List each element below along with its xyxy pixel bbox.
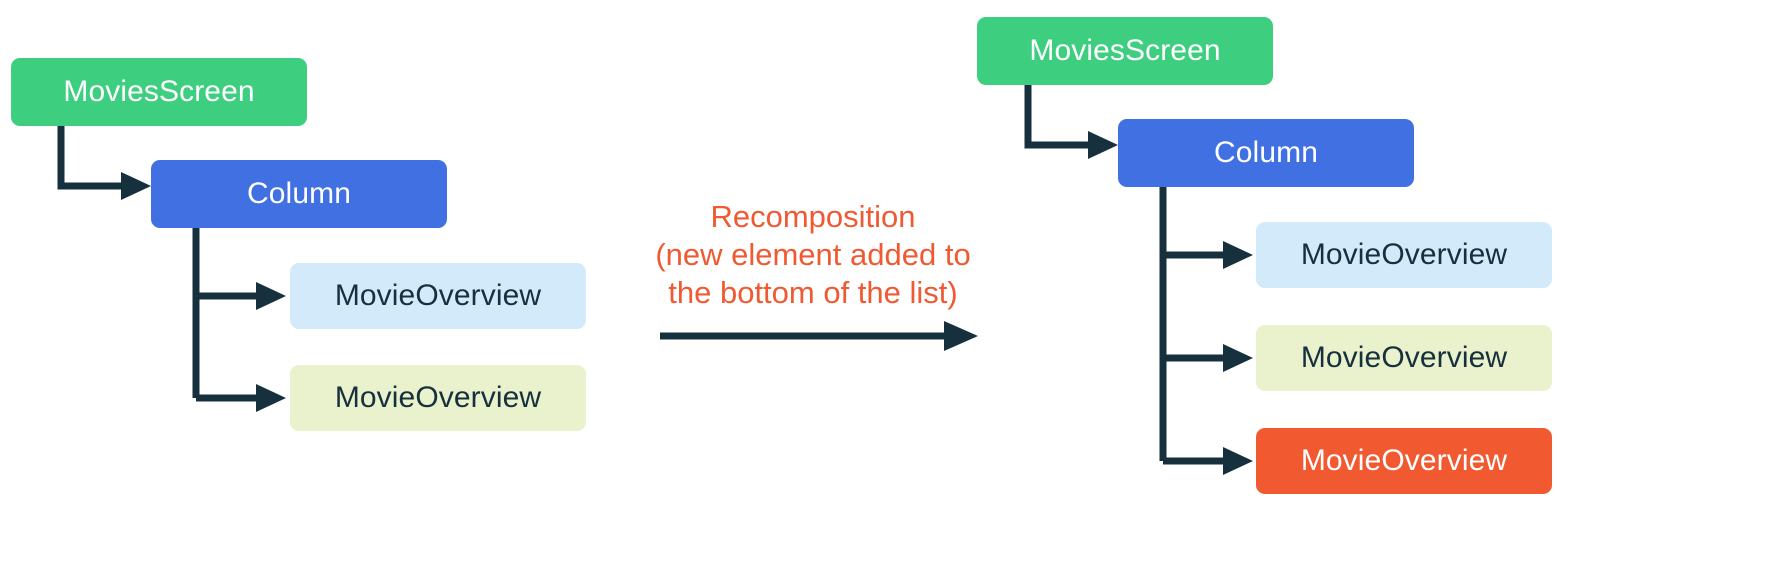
connector-root-to-column-before <box>57 124 151 200</box>
after-node-movies-screen-label: MoviesScreen <box>1029 34 1221 67</box>
after-node-column[interactable]: Column <box>1118 119 1414 187</box>
transition-caption-line-3: the bottom of the list) <box>668 274 958 310</box>
transition-arrow-icon <box>660 321 978 351</box>
after-node-movie-overview-2[interactable]: MovieOverview <box>1256 325 1552 391</box>
transition-caption: Recomposition (new element added to the … <box>652 198 974 311</box>
transition-caption-line-1: Recomposition <box>710 199 916 234</box>
after-node-movie-overview-1[interactable]: MovieOverview <box>1256 222 1552 288</box>
transition-caption-line-2: (new element added to <box>655 236 971 272</box>
before-node-column[interactable]: Column <box>151 160 447 228</box>
before-node-movies-screen-label: MoviesScreen <box>63 75 255 108</box>
connector-root-to-column-after <box>1024 83 1118 159</box>
after-node-movie-overview-2-label: MovieOverview <box>1300 341 1508 374</box>
after-node-column-label: Column <box>1214 136 1318 169</box>
before-node-movie-overview-2-label: MovieOverview <box>334 381 542 414</box>
after-node-movie-overview-3-label: MovieOverview <box>1300 444 1508 477</box>
before-node-column-label: Column <box>247 177 351 210</box>
before-node-movie-overview-1[interactable]: MovieOverview <box>290 263 586 329</box>
before-node-movie-overview-2[interactable]: MovieOverview <box>290 365 586 431</box>
before-node-movie-overview-1-label: MovieOverview <box>334 279 542 312</box>
after-node-movie-overview-3-new[interactable]: MovieOverview <box>1256 428 1552 494</box>
after-node-movie-overview-1-label: MovieOverview <box>1300 238 1508 271</box>
after-node-movies-screen[interactable]: MoviesScreen <box>977 17 1273 85</box>
before-node-movies-screen[interactable]: MoviesScreen <box>11 58 307 126</box>
